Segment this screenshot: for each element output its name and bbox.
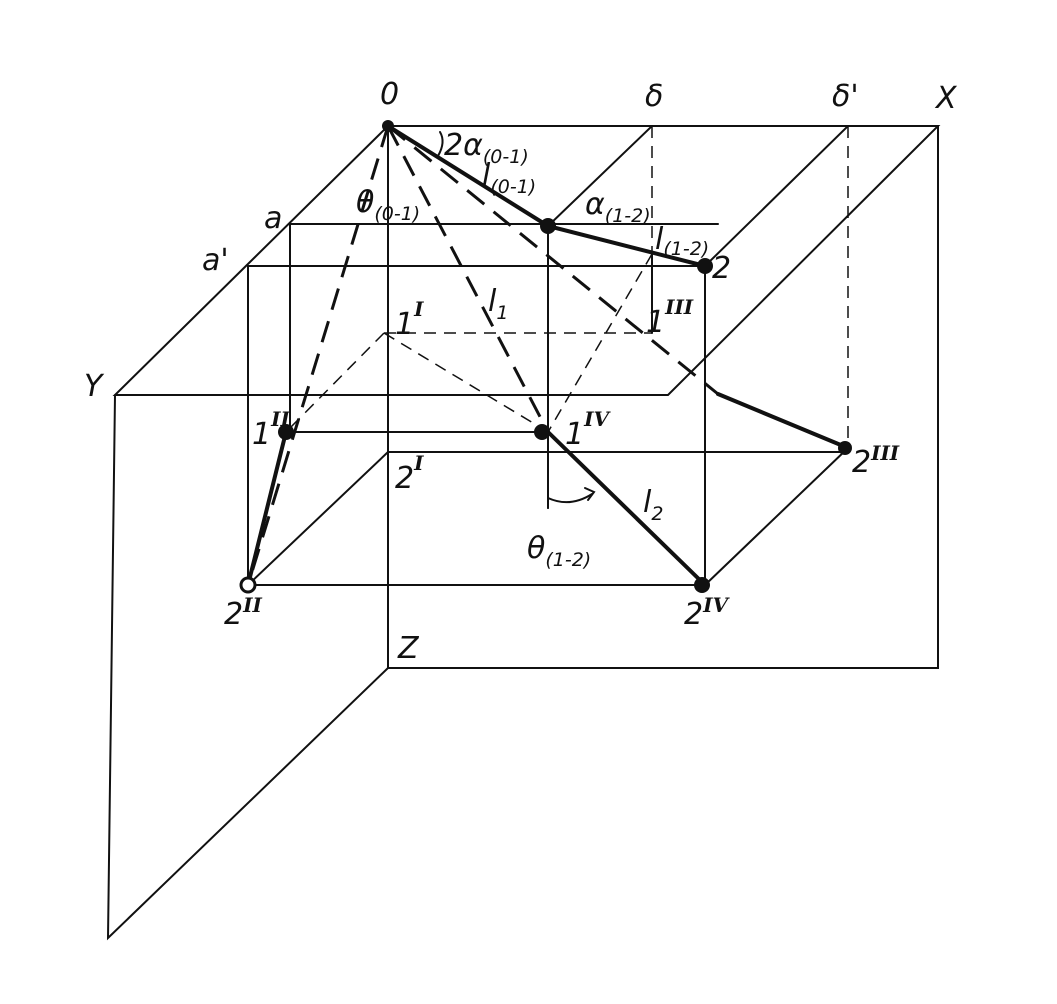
plane-a-label: a bbox=[264, 201, 282, 236]
l1-label: l1 bbox=[488, 284, 508, 324]
point-2iii-label: 2III bbox=[852, 441, 900, 480]
profile-plane-edge bbox=[106, 394, 389, 941]
horizontal-plane bbox=[112, 125, 941, 396]
plane-b-prime-label: δ' bbox=[832, 79, 859, 114]
point-1ii-label: 1II bbox=[252, 407, 290, 452]
segment-l2 bbox=[546, 430, 707, 587]
l-12-label: l(1-2) bbox=[655, 222, 709, 260]
point-2 bbox=[697, 258, 713, 274]
z-axis-label: Z bbox=[397, 631, 420, 666]
point-2-label: 2 bbox=[712, 251, 731, 286]
point-2i-label: 2I bbox=[395, 451, 424, 496]
segment-1ii-2ii bbox=[246, 430, 288, 587]
dash-1iii-1iv bbox=[547, 253, 653, 433]
dash-0-2iii bbox=[387, 124, 719, 396]
dash-1i-1ii bbox=[285, 332, 385, 433]
plane-b-line bbox=[547, 125, 653, 227]
line-2iii-2iv bbox=[704, 447, 849, 586]
point-1iv-label: 1IV bbox=[565, 407, 611, 452]
point-1ii bbox=[278, 424, 294, 440]
plane-b-prime-line bbox=[704, 125, 849, 267]
point-2iv bbox=[694, 577, 710, 593]
x-axis-label: X bbox=[934, 81, 958, 116]
point-1iii-label: 1III bbox=[646, 295, 694, 340]
point-1i-label: 1I bbox=[395, 297, 424, 342]
dash-0-2ii bbox=[246, 125, 390, 586]
theta-12-label: θ(1-2) bbox=[527, 531, 591, 571]
frontal-plane-edge bbox=[387, 125, 939, 669]
alpha-12-label: α(1-2) bbox=[585, 187, 651, 227]
segment-to-2iii bbox=[716, 392, 850, 450]
point-0 bbox=[382, 120, 394, 132]
line-2i-2ii bbox=[247, 451, 389, 586]
l-01-label: l(0-1) bbox=[482, 158, 536, 198]
origin-label: 0 bbox=[380, 77, 399, 112]
point-1 bbox=[540, 218, 556, 234]
point-2iv-label: 2IV bbox=[684, 593, 730, 632]
point-2ii bbox=[239, 576, 257, 594]
two-alpha-01-label: 2α(0-1) bbox=[444, 128, 529, 168]
plane-b-label: δ bbox=[645, 79, 663, 114]
angle-2alpha-arc bbox=[437, 131, 444, 157]
dash-0-1iv bbox=[386, 125, 550, 433]
plane-a-prime-label: a' bbox=[202, 243, 229, 278]
dash-1i-1iv bbox=[383, 332, 549, 433]
l2-label: l2 bbox=[643, 485, 663, 525]
point-1iv bbox=[534, 424, 550, 440]
point-2iii bbox=[838, 441, 852, 455]
angle-theta-12-arrow bbox=[584, 487, 596, 501]
y-axis-label: Y bbox=[84, 369, 105, 404]
theta-01-label: θ(0-1) bbox=[356, 185, 420, 225]
point-2ii-label: 2II bbox=[224, 593, 262, 632]
angle-theta-12-arc bbox=[547, 493, 593, 504]
